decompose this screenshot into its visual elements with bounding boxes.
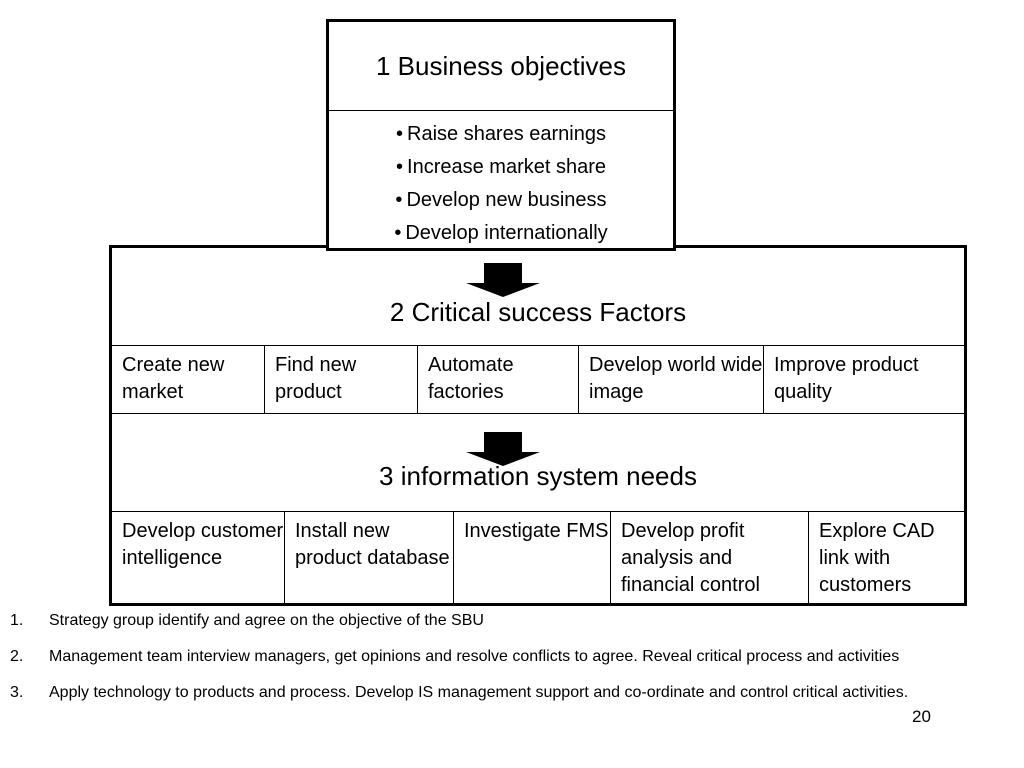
is-needs-title: 3 information system needs	[379, 461, 697, 491]
objective-text: Increase market share	[407, 156, 606, 178]
list-item: •Raise shares earnings	[329, 118, 673, 151]
csf-cell: Improve product quality	[774, 354, 919, 403]
is-needs-row: Develop customer intelligence Install ne…	[112, 511, 964, 604]
is-need-cell: Explore CAD link with customers	[819, 520, 935, 596]
note-item: 3. Apply technology to products and proce…	[10, 681, 1000, 704]
list-item: •Develop internationally	[329, 217, 673, 250]
list-item: •Increase market share	[329, 151, 673, 184]
business-objectives-list: •Raise shares earnings •Increase market …	[329, 118, 673, 250]
is-need-cell: Install new product database	[285, 512, 454, 604]
note-text: Management team interview managers, get …	[49, 648, 900, 665]
notes-list: 1. Strategy group identify and agree on t…	[10, 609, 1000, 717]
note-number: 3.	[10, 684, 24, 701]
business-objectives-box: 1 Business objectives •Raise shares earn…	[326, 19, 676, 251]
business-objectives-title: 1 Business objectives	[329, 22, 673, 111]
note-number: 2.	[10, 648, 24, 665]
objective-text: Develop new business	[406, 189, 607, 211]
is-need-cell: Develop customer intelligence	[112, 512, 285, 604]
note-text: Strategy group identify and agree on the…	[49, 612, 484, 629]
down-arrow-icon	[466, 263, 540, 297]
is-need-cell: Investigate FMS	[454, 512, 611, 604]
csf-cell: Develop world wide image	[579, 346, 764, 413]
objective-text: Develop internationally	[405, 222, 608, 244]
is-need-cell: Develop profit analysis and financial co…	[611, 512, 809, 604]
csf-row: Create new market Find new product Autom…	[112, 345, 964, 414]
page-number: 20	[912, 707, 931, 726]
note-text: Apply technology to products and process…	[49, 684, 909, 701]
csf-title: 2 Critical success Factors	[389, 297, 687, 327]
csf-cell: Find new product	[265, 346, 418, 413]
note-item: 1. Strategy group identify and agree on t…	[10, 609, 1000, 632]
objective-text: Raise shares earnings	[407, 123, 606, 145]
bullet: •	[394, 222, 402, 244]
csf-cell: Automate factories	[418, 346, 579, 413]
bullet: •	[395, 189, 403, 211]
list-item: •Develop new business	[329, 184, 673, 217]
csf-cell: Create new market	[112, 346, 265, 413]
note-number: 1.	[10, 612, 24, 629]
note-item: 2. Management team interview managers, ge…	[10, 645, 1000, 668]
down-arrow-icon	[466, 432, 540, 466]
bullet: •	[395, 123, 403, 145]
csf-and-is-needs-box: 2 Critical success Factors Create new ma…	[109, 245, 967, 606]
bullet: •	[396, 156, 404, 178]
